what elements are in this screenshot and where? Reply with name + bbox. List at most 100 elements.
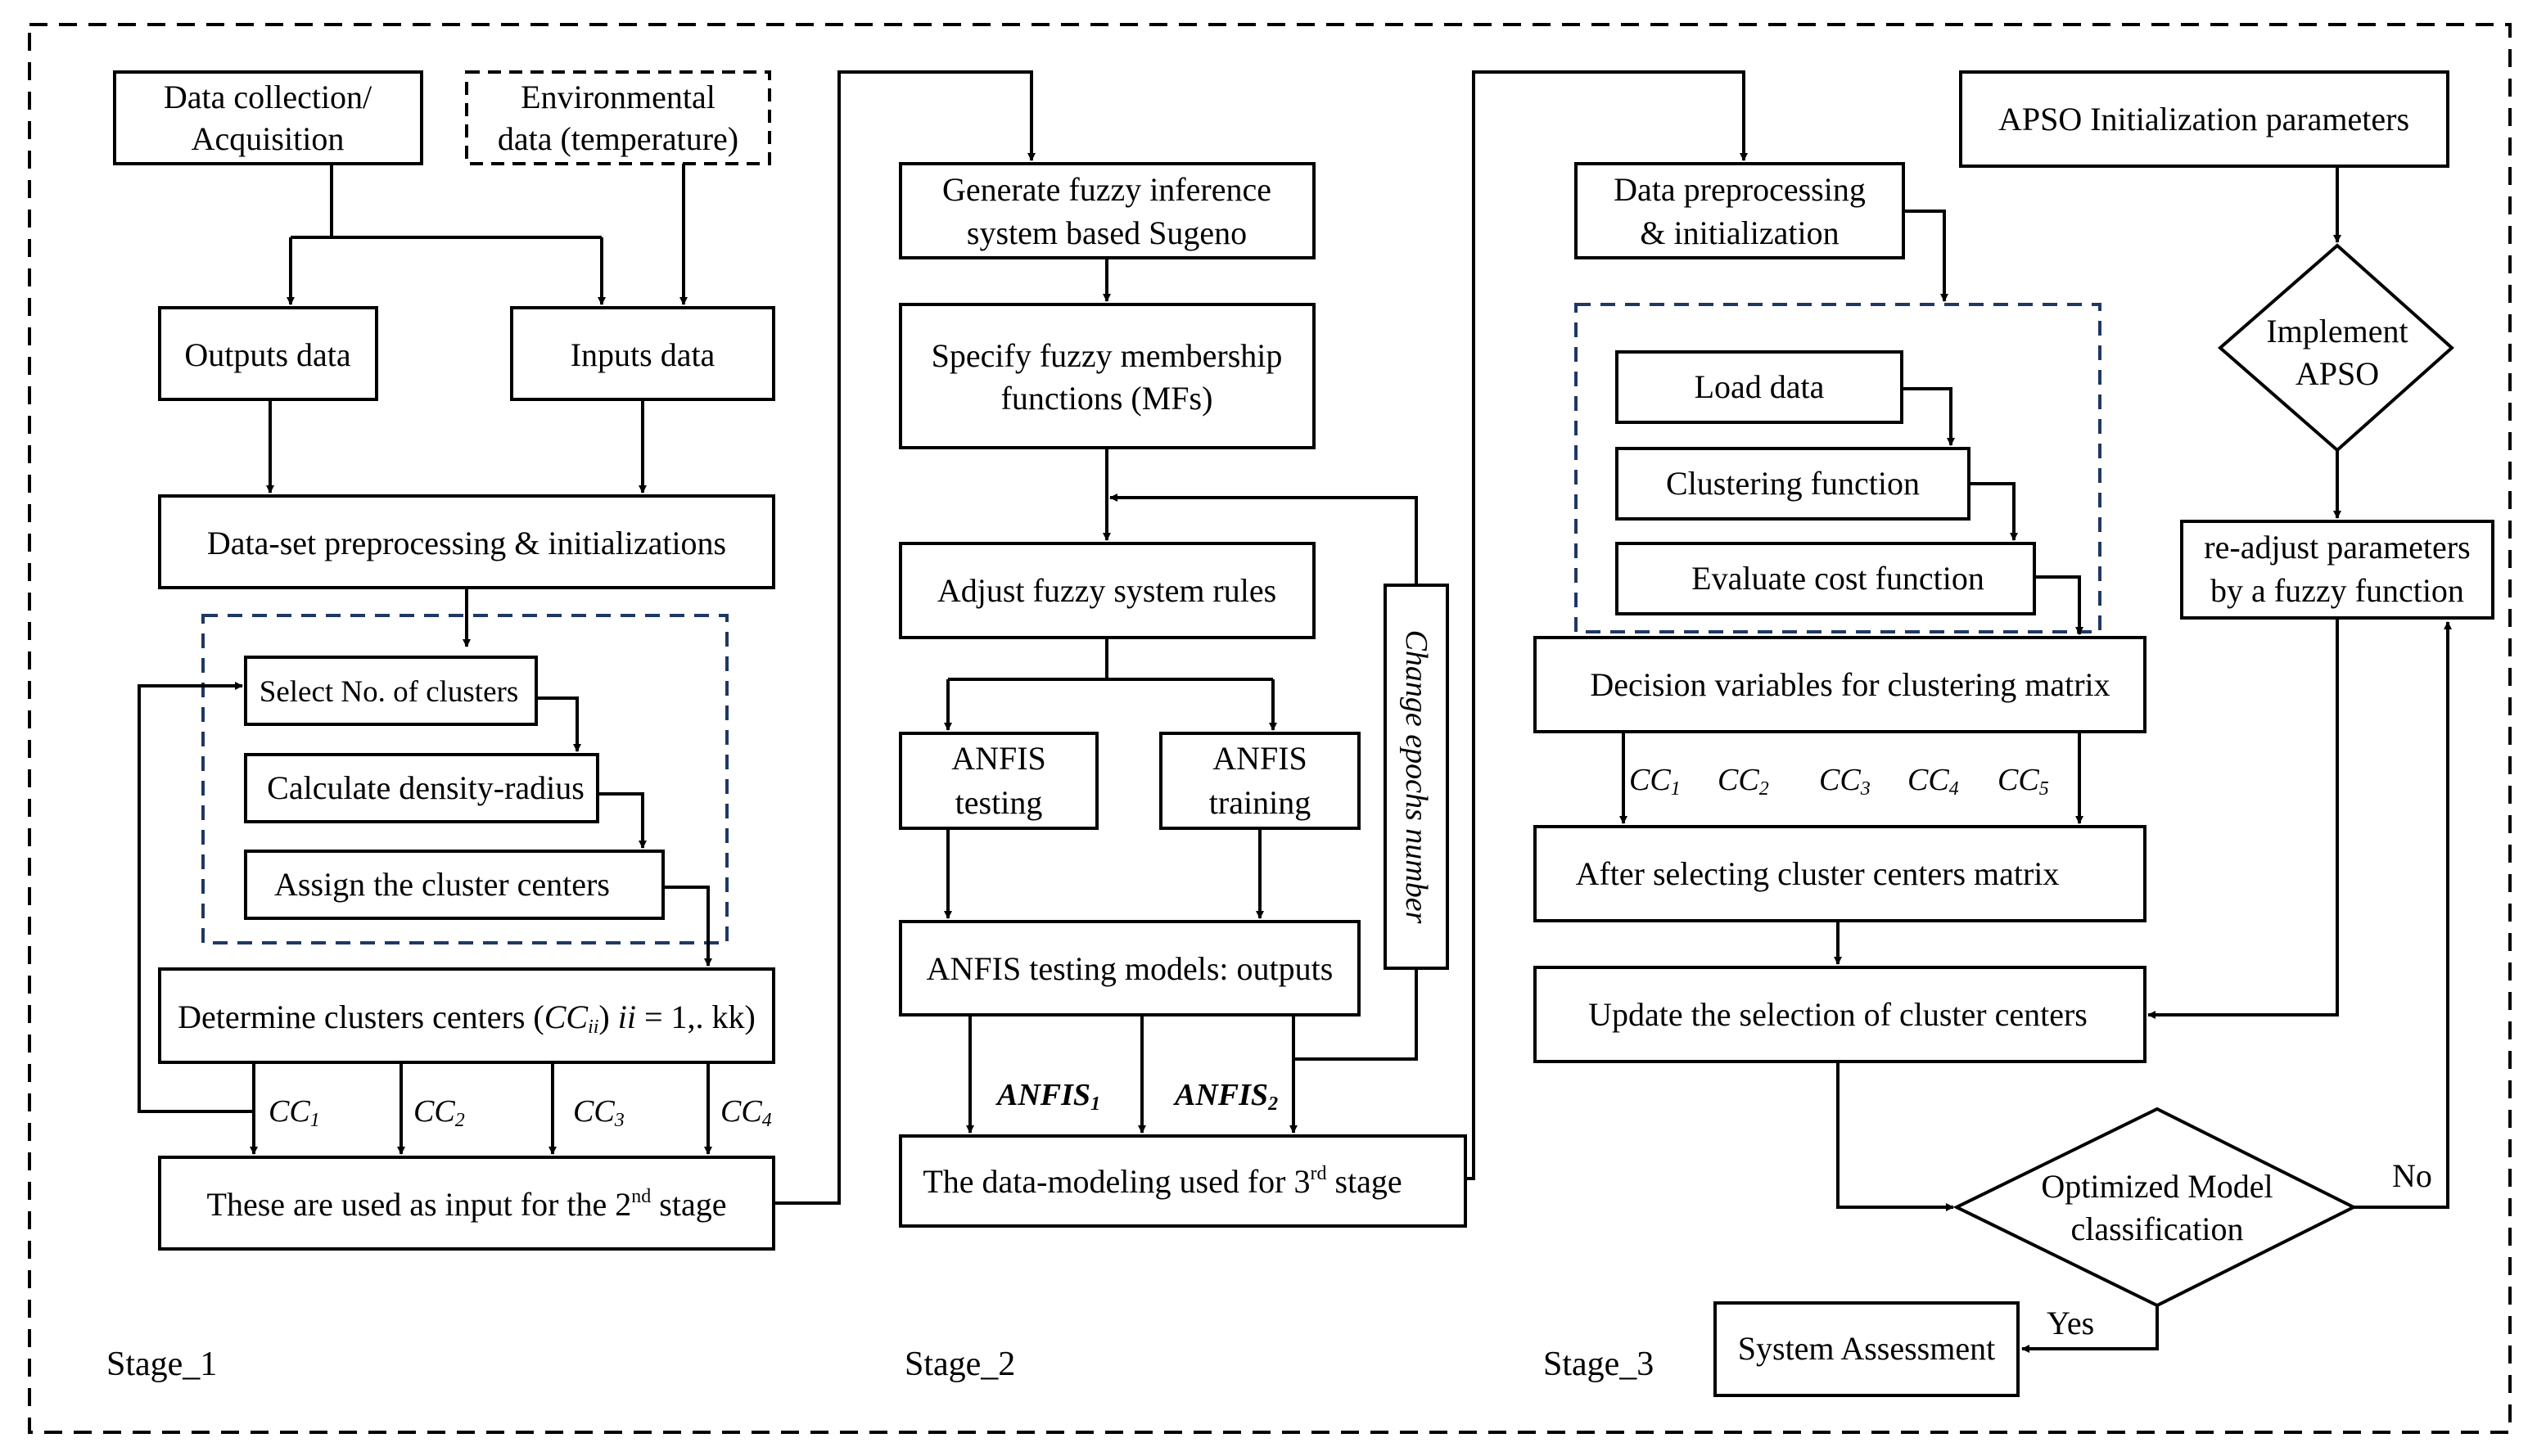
specify-mfs-line-2: functions (MFs) bbox=[1001, 380, 1213, 417]
decision-variables-box bbox=[1533, 636, 2147, 733]
anfis-training-line-2: training bbox=[1209, 784, 1311, 821]
update-feedback-arrow bbox=[2147, 618, 2339, 1019]
cc-3-label: CC3 bbox=[573, 1094, 625, 1131]
implement-apso-line-2: APSO bbox=[2295, 355, 2379, 392]
anfis-testing-line-2: testing bbox=[955, 784, 1043, 821]
anfis-testing-line-1: ANFIS bbox=[951, 740, 1046, 777]
cluster-steps-group bbox=[201, 614, 729, 944]
density-radius-box bbox=[244, 753, 599, 823]
data-collection-line-1: Data collection/ bbox=[164, 79, 372, 115]
feedback-arrow bbox=[1109, 494, 1418, 585]
data-modeling-box bbox=[899, 1134, 1467, 1228]
density-radius-label: Calculate density-radius bbox=[267, 769, 585, 806]
readjust-box bbox=[2180, 520, 2494, 620]
cc-2-label: CC2 bbox=[413, 1094, 465, 1131]
select-clusters-label: Select No. of clusters bbox=[260, 675, 518, 709]
yes-arrow bbox=[2021, 1305, 2159, 1353]
update-selection-box bbox=[1533, 966, 2147, 1063]
implement-apso-line-1: Implement bbox=[2266, 313, 2408, 349]
optimized-model-line-2: classification bbox=[2070, 1210, 2243, 1247]
stage3-cc-2-label: CC2 bbox=[1718, 763, 1769, 800]
environmental-line-2: data (temperature) bbox=[498, 120, 738, 157]
anfis-training-line-1: ANFIS bbox=[1212, 740, 1307, 777]
stage-1-label: Stage_1 bbox=[106, 1346, 217, 1383]
data-prep-line-1: Data preprocessing bbox=[1614, 171, 1866, 208]
stage-1-to-2-arrow bbox=[774, 70, 1036, 1205]
arrow bbox=[1836, 1062, 1954, 1211]
load-data-box bbox=[1615, 350, 1903, 424]
anfis-models-box bbox=[899, 920, 1361, 1016]
optimized-model-diamond bbox=[1952, 1107, 2358, 1308]
data-prep-line-2: & initialization bbox=[1640, 214, 1839, 251]
cost-steps-group bbox=[1574, 303, 2101, 633]
select-clusters-box bbox=[244, 656, 538, 726]
inputs-data-label: Inputs data bbox=[571, 336, 716, 373]
apso-init-box bbox=[1959, 70, 2449, 168]
generate-fis-line-1: Generate fuzzy inference bbox=[942, 171, 1271, 208]
system-assessment-box bbox=[1713, 1301, 2020, 1397]
data-modeling-label: The data-modeling used for 3rd stage bbox=[923, 1163, 1402, 1200]
connector bbox=[1293, 968, 1418, 1061]
after-selecting-box bbox=[1533, 825, 2147, 922]
update-selection-label: Update the selection of cluster centers bbox=[1588, 996, 2088, 1033]
stage-1: Data collection/ Acquisition Environment… bbox=[106, 70, 775, 1383]
system-assessment-label: System Assessment bbox=[1738, 1330, 1995, 1367]
stage-2: Generate fuzzy inference system based Su… bbox=[899, 162, 1467, 1383]
anfis-1-label: ANFIS1 bbox=[995, 1078, 1100, 1115]
stage-2-to-3-arrow bbox=[1465, 70, 1748, 1180]
environmental-line-1: Environmental bbox=[521, 79, 716, 115]
cc-4-label: CC4 bbox=[720, 1094, 772, 1131]
arrow bbox=[1969, 482, 2018, 541]
outputs-data-box bbox=[158, 306, 378, 401]
clustering-function-label: Clustering function bbox=[1666, 465, 1920, 502]
environmental-data-box bbox=[465, 70, 771, 165]
arrow bbox=[663, 886, 712, 967]
second-stage-input-box bbox=[158, 1156, 775, 1251]
anfis-models-label: ANFIS testing models: outputs bbox=[927, 950, 1334, 987]
arrow bbox=[536, 696, 581, 752]
assign-centers-label: Assign the cluster centers bbox=[274, 866, 610, 903]
outputs-data-label: Outputs data bbox=[184, 336, 351, 373]
readjust-line-2: by a fuzzy function bbox=[2210, 572, 2464, 609]
determine-centers-box bbox=[158, 967, 775, 1064]
data-prep-box bbox=[1574, 162, 1905, 259]
data-collection-box bbox=[113, 70, 423, 165]
stage3-cc-1-label: CC1 bbox=[1629, 763, 1681, 800]
readjust-line-1: re-adjust parameters bbox=[2204, 529, 2470, 566]
arrow bbox=[1902, 387, 1955, 446]
yes-label: Yes bbox=[2047, 1305, 2094, 1341]
specify-mfs-box bbox=[899, 303, 1316, 449]
cc-1-label: CC1 bbox=[269, 1094, 320, 1131]
after-selecting-label: After selecting cluster centers matrix bbox=[1576, 855, 2060, 892]
no-arrow bbox=[2354, 621, 2452, 1209]
stage-2-label: Stage_2 bbox=[905, 1346, 1015, 1383]
outer-frame bbox=[28, 23, 2512, 1434]
determine-centers-label: Determine clusters centers (CCii) ii = 1… bbox=[178, 998, 756, 1038]
generate-fis-box bbox=[899, 162, 1316, 259]
adjust-rules-box bbox=[899, 542, 1316, 639]
stage3-cc-3-label: CC3 bbox=[1819, 763, 1871, 800]
load-data-label: Load data bbox=[1695, 368, 1825, 405]
specify-mfs-line-1: Specify fuzzy membership bbox=[932, 337, 1283, 374]
arrow bbox=[598, 792, 647, 849]
no-label: No bbox=[2392, 1157, 2432, 1194]
data-collection-line-2: Acquisition bbox=[192, 120, 345, 157]
apso-init-label: APSO Initialization parameters bbox=[1998, 101, 2409, 137]
dataset-preprocessing-label: Data-set preprocessing & initializations bbox=[207, 525, 726, 561]
assign-centers-box bbox=[244, 850, 665, 920]
arrow bbox=[1903, 210, 1948, 302]
stage-3: Data preprocessing & initialization Load… bbox=[1533, 70, 2494, 1397]
dataset-preprocessing-box bbox=[158, 494, 775, 589]
anfis-2-label: ANFIS2 bbox=[1173, 1078, 1278, 1115]
stage3-cc-5-label: CC5 bbox=[1998, 763, 2049, 800]
change-epochs-label: Change epochs number bbox=[1399, 630, 1433, 924]
stage-3-label: Stage_3 bbox=[1543, 1346, 1654, 1383]
decision-variables-label: Decision variables for clustering matrix bbox=[1590, 666, 2110, 703]
generate-fis-line-2: system based Sugeno bbox=[967, 214, 1247, 251]
optimized-model-line-1: Optimized Model bbox=[2041, 1168, 2273, 1205]
clustering-function-box bbox=[1615, 447, 1970, 521]
evaluate-cost-label: Evaluate cost function bbox=[1691, 560, 1984, 597]
stage3-cc-4-label: CC4 bbox=[1907, 763, 1959, 800]
anfis-testing-box bbox=[899, 732, 1099, 830]
